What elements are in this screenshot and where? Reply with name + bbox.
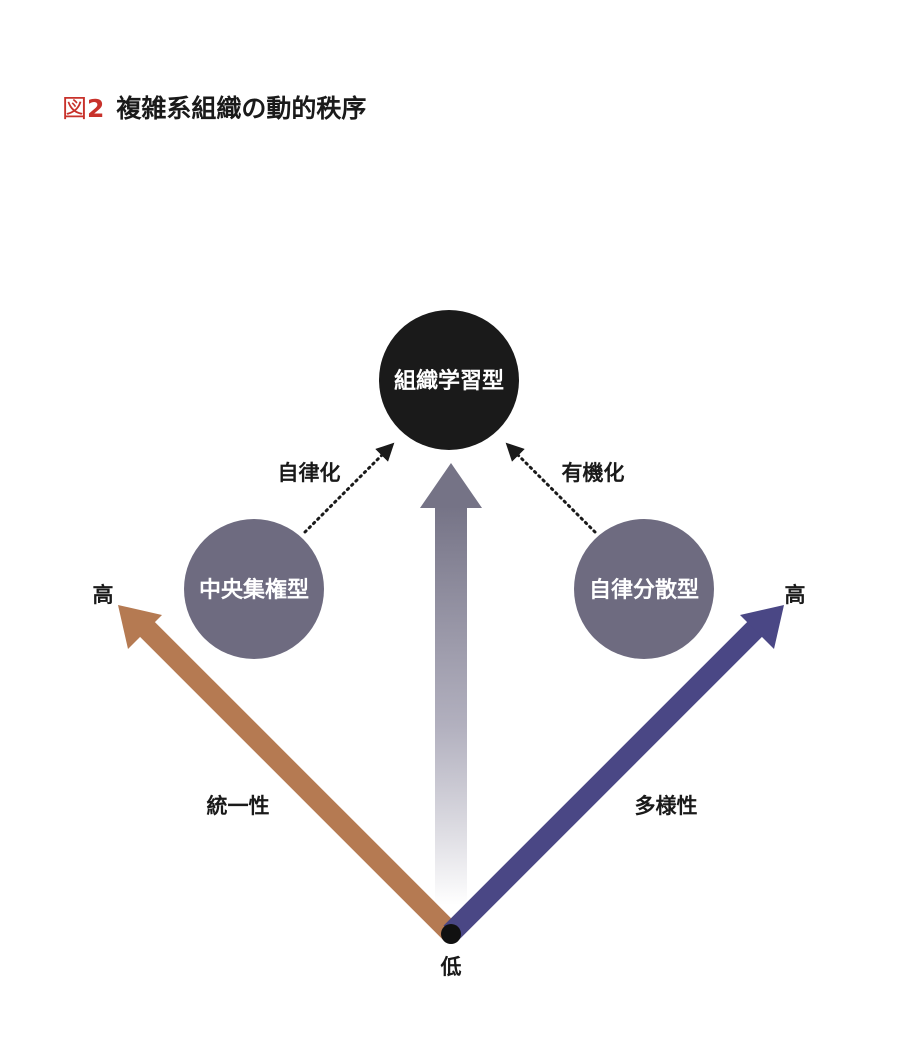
origin-dot xyxy=(441,924,461,944)
diversity-high-label: 高 xyxy=(785,583,806,607)
figure-number: 2 xyxy=(87,94,105,123)
unity-axis-label: 統一性 xyxy=(207,794,270,818)
diversity-axis-label: 多様性 xyxy=(635,794,698,818)
unity-high-label: 高 xyxy=(93,583,114,607)
decentralized-label: 自律分散型 xyxy=(589,577,699,603)
learning-organization-label: 組織学習型 xyxy=(394,368,504,394)
diversity-axis xyxy=(443,605,784,941)
autonomization-label: 自律化 xyxy=(278,461,341,485)
unity-axis-arrowhead xyxy=(118,605,162,649)
center-arrow xyxy=(420,463,482,905)
origin-low-label: 低 xyxy=(440,955,462,979)
unity-axis xyxy=(118,605,459,941)
centralized-node xyxy=(184,519,324,659)
center-arrow-head xyxy=(420,463,482,508)
diversity-axis-line xyxy=(443,611,773,941)
unity-axis-line xyxy=(129,611,459,941)
autonomization-arrow xyxy=(303,442,395,534)
figure-label: 図 xyxy=(62,94,88,123)
decentralized-node xyxy=(574,519,714,659)
learning-organization-node xyxy=(379,310,519,450)
organization-arrow xyxy=(505,442,597,534)
centralized-label: 中央集権型 xyxy=(199,577,309,603)
figure-title-text: 複雑系組織の動的秩序 xyxy=(116,94,367,123)
figure-title: 図2 複雑系組織の動的秩序 xyxy=(62,92,366,126)
organization-label: 有機化 xyxy=(562,461,625,485)
diversity-axis-arrowhead xyxy=(740,605,784,649)
center-arrow-shaft xyxy=(435,505,467,905)
